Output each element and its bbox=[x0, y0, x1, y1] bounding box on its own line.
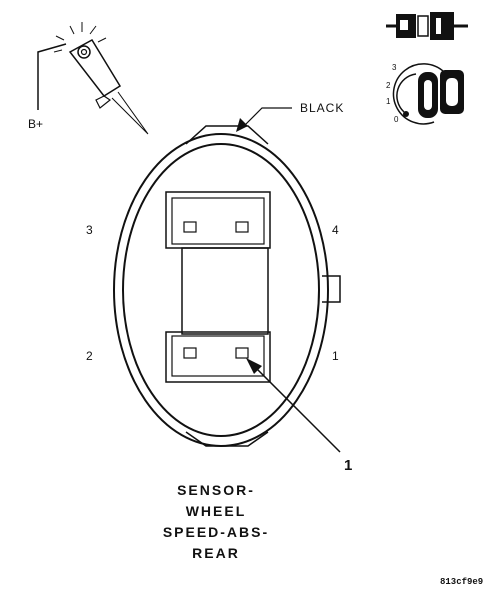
ignition-key-icon: 3 2 1 0 bbox=[386, 63, 464, 125]
key-position-0: 0 bbox=[394, 115, 399, 124]
wire-color-callout: BLACK bbox=[236, 101, 344, 132]
connector-body bbox=[113, 125, 341, 447]
cavity-3-terminal bbox=[183, 221, 197, 233]
cavity-number-2: 2 bbox=[86, 349, 93, 363]
callout-1-number: 1 bbox=[344, 457, 352, 474]
cavity-number-4: 4 bbox=[332, 223, 339, 237]
caption-line-4: REAR bbox=[192, 545, 240, 561]
cavity-2-terminal bbox=[183, 347, 197, 359]
upper-terminal-block bbox=[165, 191, 271, 249]
connector-plug-icon bbox=[386, 12, 468, 40]
key-position-2: 2 bbox=[386, 81, 391, 90]
lower-terminal-block bbox=[165, 331, 271, 383]
key-position-3: 3 bbox=[392, 63, 397, 72]
caption-line-1: SENSOR- bbox=[177, 482, 255, 498]
cavity-number-1: 1 bbox=[332, 349, 339, 363]
cavity-4-terminal bbox=[235, 221, 249, 233]
caption-line-2: WHEEL bbox=[186, 503, 247, 519]
key-position-1: 1 bbox=[386, 97, 391, 106]
cavity-number-3: 3 bbox=[86, 223, 93, 237]
caption-line-3: SPEED-ABS- bbox=[163, 524, 269, 540]
wire-color-label: BLACK bbox=[300, 101, 344, 115]
figure-code: 813cf9e9 bbox=[440, 577, 483, 587]
caption: SENSOR- WHEEL SPEED-ABS- REAR bbox=[163, 482, 269, 561]
b-plus-label: B+ bbox=[28, 117, 43, 131]
callout-1: 1 bbox=[246, 358, 352, 474]
test-light-icon: B+ bbox=[28, 22, 149, 135]
cavity-1-terminal bbox=[235, 347, 249, 359]
